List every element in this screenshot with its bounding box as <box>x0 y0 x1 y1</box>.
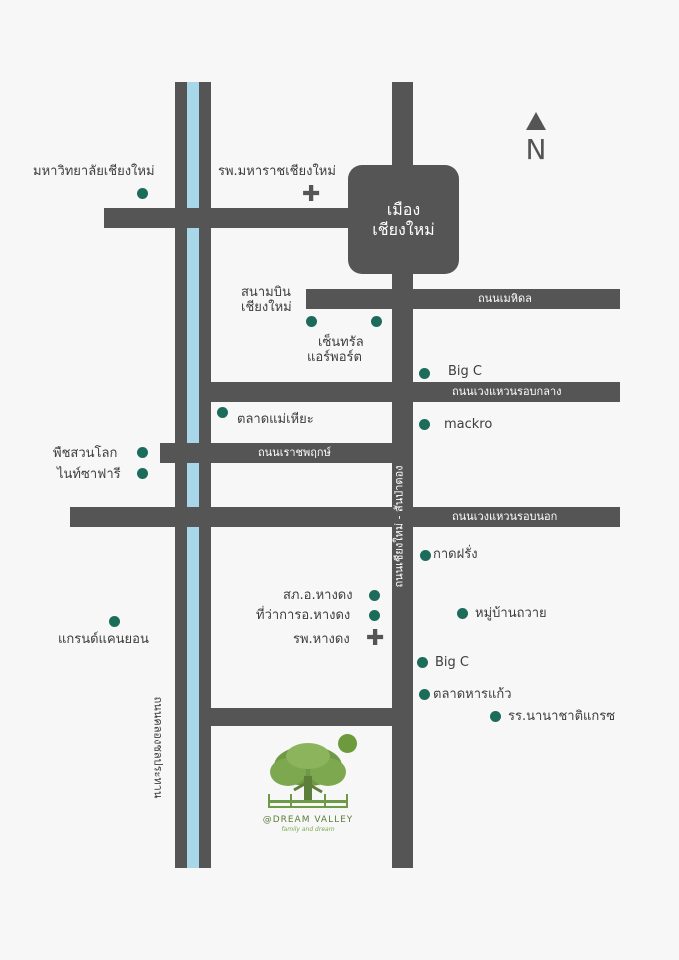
marker-makro <box>419 419 430 430</box>
label-makro: mackro <box>444 417 493 432</box>
canal-road-east <box>199 82 211 868</box>
label-hospital: รพ.มหาราชเชียงใหม่ <box>218 164 336 179</box>
road-label-mahidol: ถนนเมหิดล <box>478 292 532 305</box>
marker-central <box>371 316 382 327</box>
road-bottom <box>210 708 392 726</box>
label-police: สภ.อ.หางดง <box>283 588 353 603</box>
city-chiangmai-block: เมือง เชียงใหม่ <box>348 165 459 274</box>
logo-tagline: family and dream <box>281 826 335 833</box>
label-central-2: แอร์พอร์ต <box>307 350 362 365</box>
hangdong-hospital-icon: ✚ <box>366 626 385 651</box>
label-airport-1: สนามบิน <box>241 285 291 300</box>
road-top-cross <box>104 208 354 228</box>
road-mahidol <box>306 289 620 309</box>
road-rajapruek <box>160 443 392 463</box>
marker-dream-valley <box>338 734 357 753</box>
label-market-maehia: ตลาดแม่เหียะ <box>237 412 314 427</box>
marker-airport <box>306 316 317 327</box>
road-label-canal: ถนนคลองชลประทาน <box>151 696 165 799</box>
marker-kad-farang <box>420 550 431 561</box>
road-label-outer-ring: ถนนเวงแหวนรอบนอก <box>452 510 558 523</box>
north-arrow-icon <box>526 112 546 130</box>
label-ban-tawai: หมู่บ้านถวาย <box>475 606 547 621</box>
road-label-hangdong: ถนนเชียงใหม่ - สันป่าตอง <box>392 465 406 588</box>
hangdong-road <box>392 82 413 868</box>
label-grand-canyon: แกรนด์แคนยอน <box>58 632 149 647</box>
label-central-1: เซ็นทรัล <box>318 335 364 350</box>
label-botanic: พืชสวนโลก <box>53 446 118 461</box>
marker-school <box>490 711 501 722</box>
label-school: รร.นานาชาติแกรซ <box>508 709 616 724</box>
marker-cmu <box>137 188 148 199</box>
label-bigc-1: Big C <box>448 364 482 379</box>
irrigation-canal <box>187 82 199 868</box>
canal-road-west <box>175 82 187 868</box>
logo-name: @DREAM VALLEY <box>262 815 354 825</box>
label-cmu: มหาวิทยาลัยเชียงใหม่ <box>33 164 155 179</box>
label-bigc-2: Big C <box>435 655 469 670</box>
north-label: N <box>525 133 547 166</box>
marker-police <box>369 590 380 601</box>
marker-market-maehia <box>217 407 228 418</box>
road-label-rajapruek: ถนนเราชพฤกษ์ <box>258 446 331 459</box>
label-kad-farang: กาดฝรั่ง <box>433 547 478 562</box>
road-middle-ring <box>210 382 620 402</box>
marker-ban-tawai <box>457 608 468 619</box>
marker-botanic <box>137 447 148 458</box>
tree-icon <box>268 743 348 808</box>
dream-valley-logo: @DREAM VALLEY family and dream <box>262 742 354 833</box>
label-district-office: ที่ว่าการอ.หางดง <box>256 608 351 623</box>
hospital-icon: ✚ <box>302 182 321 207</box>
marker-bigc-2 <box>417 657 428 668</box>
label-airport-2: เชียงใหม่ <box>241 300 292 315</box>
marker-bigc-1 <box>419 368 430 379</box>
label-market-harn: ตลาดหารแก้ว <box>433 687 512 702</box>
city-line2: เชียงใหม่ <box>372 219 435 239</box>
marker-grand-canyon <box>109 616 120 627</box>
road-label-middle-ring: ถนนเวงแหวนรอบกลาง <box>452 385 562 398</box>
city-line1: เมือง <box>386 199 421 219</box>
label-hangdong-hospital: รพ.หางดง <box>293 632 350 647</box>
marker-safari <box>137 468 148 479</box>
marker-district-office <box>369 610 380 621</box>
label-safari: ไนท์ซาฟารี <box>57 467 121 482</box>
marker-market-harn <box>419 689 430 700</box>
road-outer-ring <box>70 507 620 527</box>
north-arrow: N <box>524 112 548 166</box>
